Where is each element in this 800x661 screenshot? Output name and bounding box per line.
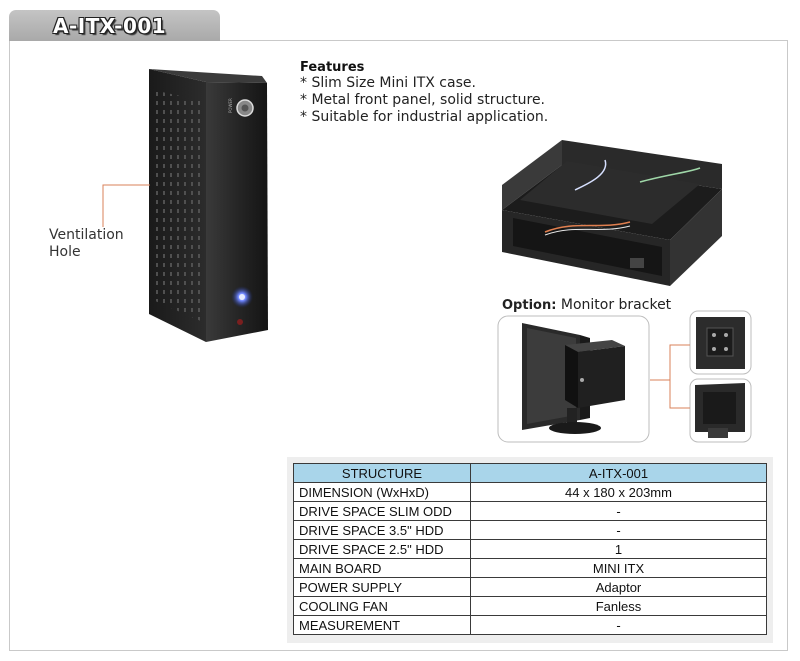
feature-item-2: * Metal front panel, solid structure. [300,92,546,108]
callout-line [102,184,150,227]
spec-value: MINI ITX [470,558,767,578]
power-text: POWER [228,98,233,113]
spec-header-model: A-ITX-001 [470,463,767,483]
spec-value: 44 x 180 x 203mm [470,482,767,502]
option-text: Monitor bracket [560,297,672,313]
spec-key: POWER SUPPLY [293,577,471,597]
spec-value: Fanless [470,596,767,616]
content-frame [9,40,788,651]
spec-key: MEASUREMENT [293,615,471,635]
spec-header-structure: STRUCTURE [293,463,471,483]
table-row: DRIVE SPACE SLIM ODD - [293,501,767,521]
spec-value: - [470,501,767,521]
spec-key: DRIVE SPACE 2.5" HDD [293,539,471,559]
spec-table-container: STRUCTURE A-ITX-001 DIMENSION (WxHxD) 44… [287,457,773,643]
spec-table: STRUCTURE A-ITX-001 DIMENSION (WxHxD) 44… [293,463,767,635]
spec-value: - [470,520,767,540]
spec-key: COOLING FAN [293,596,471,616]
table-row: DRIVE SPACE 2.5" HDD 1 [293,539,767,559]
spec-key: DIMENSION (WxHxD) [293,482,471,502]
bracket-detail-photo-2 [689,378,752,443]
feature-item-3: * Suitable for industrial application. [300,109,549,125]
title-tab: A-ITX-001 [9,10,220,41]
spec-header-row: STRUCTURE A-ITX-001 [293,463,767,483]
ventilation-holes [153,90,203,322]
features-section: Features * Slim Size Mini ITX case. * Me… [300,60,630,126]
table-row: MEASUREMENT - [293,615,767,635]
open-chassis-photo [502,140,722,286]
option-caption: Option: Monitor bracket [502,297,671,313]
hdd-led [237,319,243,325]
bracket-detail-photo-1 [689,310,752,375]
spec-value: - [470,615,767,635]
spec-key: MAIN BOARD [293,558,471,578]
features-heading: Features [300,60,365,75]
ventilation-hole-label: Ventilation Hole [49,227,124,260]
case-front [206,82,268,342]
spec-key: DRIVE SPACE 3.5" HDD [293,520,471,540]
spec-value: Adaptor [470,577,767,597]
feature-item-1: * Slim Size Mini ITX case. [300,75,476,91]
bracket-callout-line-2 [669,380,690,409]
table-row: MAIN BOARD MINI ITX [293,558,767,578]
monitor-bracket-image [497,315,650,443]
table-row: POWER SUPPLY Adaptor [293,577,767,597]
bracket-callout-line-1 [650,344,690,381]
case-top [149,69,267,83]
table-row: DIMENSION (WxHxD) 44 x 180 x 203mm [293,482,767,502]
table-row: DRIVE SPACE 3.5" HDD - [293,520,767,540]
table-row: COOLING FAN Fanless [293,596,767,616]
spec-value: 1 [470,539,767,559]
spec-key: DRIVE SPACE SLIM ODD [293,501,471,521]
option-label: Option: [502,298,557,313]
product-title: A-ITX-001 [53,13,167,38]
